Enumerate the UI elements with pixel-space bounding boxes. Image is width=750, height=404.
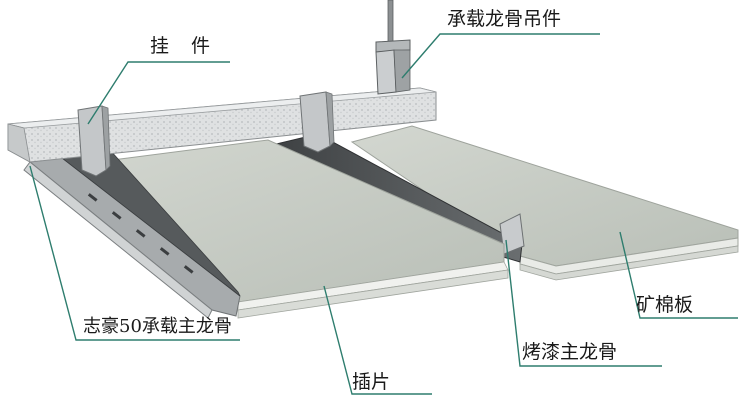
mineral-board-right: [350, 125, 739, 281]
leader-bracket: [401, 33, 600, 79]
leader-load-keel: [29, 165, 240, 341]
left-channel-rail: [23, 149, 241, 319]
leader-mineral: [619, 231, 738, 319]
label-load-keel: 志豪50承载主龙骨: [83, 316, 232, 337]
label-mineral-board: 矿棉板: [636, 294, 694, 316]
hanger-clip-center: [299, 91, 335, 153]
leader-hanger: [87, 61, 230, 125]
label-main-keel: 烤漆主龙骨: [522, 341, 618, 363]
label-bracket: 承载龙骨吊件: [447, 8, 562, 30]
leader-main: [505, 239, 662, 367]
leader-insert: [323, 285, 432, 395]
suspension-bracket: [375, 0, 411, 95]
label-hanger: 挂 件: [150, 35, 219, 57]
hanger-clip-left: [77, 105, 111, 177]
label-insert: 插片: [352, 371, 391, 393]
leader-lines: [29, 33, 738, 395]
